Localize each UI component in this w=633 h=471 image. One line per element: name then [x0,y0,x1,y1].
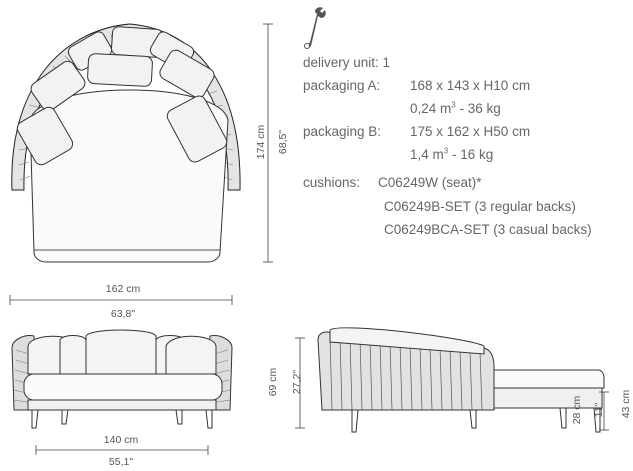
cushions-label: cushions: [303,175,361,190]
wrench-icon [304,7,326,49]
top-view-cushions [16,26,228,166]
packaging-a-volume-weight: 0,24 m3 - 36 kg [410,100,501,116]
seat-height-in-label: 11" [593,402,605,418]
seat-height-dimension-line [599,391,609,431]
width-dimension-line [9,295,233,305]
front-view-base [27,399,217,411]
depth-dimension-line [263,23,273,263]
top-view-drawing [11,23,241,263]
cushion-casual-backs: C06249BCA-SET (3 casual backs) [384,222,592,237]
seat-height-cm-label: 28 cm [571,395,583,425]
cushion-seat: C06249W (seat)* [378,175,482,190]
inner-width-in-label: 55,1" [108,456,134,468]
width-in-label: 63,8" [110,308,136,320]
front-view-cushions [27,329,217,375]
side-view-back-cushion [329,327,485,355]
depth-cm-label: 174 cm [255,124,267,160]
depth-in-label: 68,5" [277,129,289,155]
delivery-unit: delivery unit: 1 [303,55,391,70]
height-in-label: 27,2" [291,369,303,395]
side-view-chaise-seat [493,369,605,389]
height-dimension-line [295,337,305,429]
side-view-legs [351,407,601,433]
packaging-a-label: packaging A: [303,78,381,93]
arm-height-cm-label: 43 cm [620,389,632,419]
packaging-b-size: 175 x 162 x H50 cm [410,124,531,139]
packaging-a-size: 168 x 143 x H10 cm [410,78,531,93]
packaging-b-label: packaging B: [303,124,382,139]
height-cm-label: 69 cm [267,367,279,397]
width-cm-label: 162 cm [105,283,141,295]
front-view-legs [31,409,213,429]
side-view-chaise-base [493,387,603,409]
side-view-drawing [317,327,605,433]
inner-width-cm-label: 140 cm [103,434,139,446]
inner-width-dimension-line [35,445,209,455]
side-view-weave [329,335,483,411]
front-view-drawing [11,329,233,429]
cushion-regular-backs: C06249B-SET (3 regular backs) [384,199,576,214]
front-view-seat [23,373,223,401]
packaging-b-volume-weight: 1,4 m3 - 16 kg [410,146,494,162]
